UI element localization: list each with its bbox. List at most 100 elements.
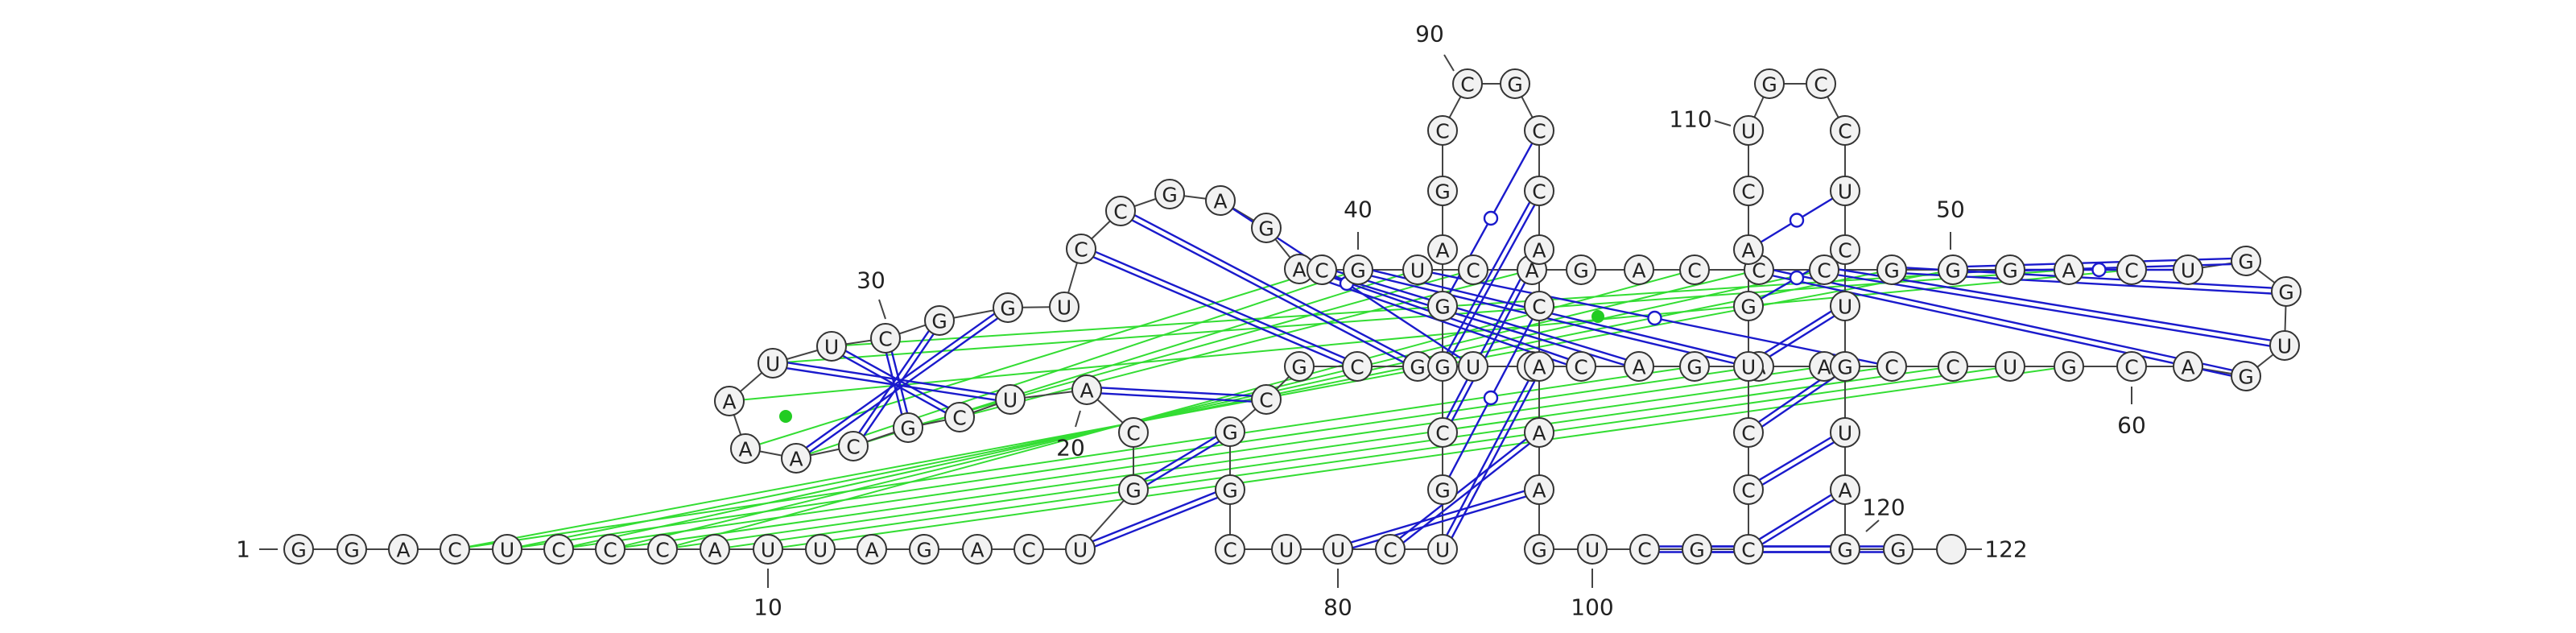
nucleotide-letter: G [1435,180,1450,204]
pseudoknot-line [767,366,2070,550]
nucleotide-letter: C [1126,422,1140,445]
nucleotide: A [1524,234,1554,265]
nucleotide-letter: U [1741,356,1756,379]
nucleotide: C [595,534,625,565]
nucleotide-letter: C [1741,479,1755,503]
base-pair-line [1451,204,1536,356]
nucleotide-letter: G [1435,356,1450,379]
nucleotide: U [2173,254,2203,285]
pseudoknot-interactions [454,269,2132,550]
nucleotide-circle [870,323,901,354]
nucleotide-letter: U [1838,296,1852,319]
pseudoknot-line [714,366,2011,550]
base-pair-line [1131,219,1404,363]
pseudoknot-marker [779,410,792,423]
nucleotide: U [1830,176,1860,206]
nucleotide-letter: C [1885,356,1898,379]
nucleotide-circle [1427,234,1458,265]
nucleotide-circle [1427,534,1458,565]
nucleotide: U [1830,417,1860,448]
nucleotide-circle [1876,254,1907,285]
nucleotide-letter: C [1259,389,1273,412]
nucleotide-circle [816,331,847,362]
nucleotide: C [1452,68,1483,99]
nucleotide-letter: C [1532,180,1546,204]
nucleotide-circle [1566,254,1596,285]
nucleotide-letter: A [722,391,736,414]
nucleotide-letter: C [1574,356,1587,379]
nucleotide: G [1427,291,1458,321]
position-number: 110 [1669,106,1711,133]
nucleotide: C [944,402,975,432]
nucleotide: C [440,534,470,565]
nucleotide-circle [1323,534,1353,565]
nucleotide-circle [1682,534,1712,565]
nucleotide: U [1733,351,1764,382]
nucleotide: C [1105,196,1136,226]
nucleotide-letter: C [1741,539,1755,562]
nucleotide-circle [1629,534,1660,565]
nucleotide: G [909,534,939,565]
nucleotide-letter: U [824,336,839,359]
nucleotide-letter: G [931,310,947,333]
nucleotide-circle [1995,351,2025,382]
nucleotide-letter: A [1532,479,1546,503]
nucleotide: G [1402,351,1433,382]
nucleotide-letter: G [1837,356,1852,379]
nucleotide-circle [1733,417,1764,448]
nucleotide-circle [2116,351,2147,382]
nucleotide-circle [1271,534,1302,565]
nucleotide-letter: C [878,328,892,351]
nucleotide-circle [1205,185,1236,216]
nucleotide-circle [1343,254,1373,285]
nucleotide-letter: C [1074,238,1088,262]
nucleotide-circle [2231,246,2261,276]
nucleotide-letter: G [1573,259,1588,283]
nucleotide-letter: U [1466,356,1480,379]
nucleotide-circle [1524,115,1554,146]
base-pair-line [1758,494,1832,540]
nucleotide: C [1566,351,1596,382]
nucleotide-circle [1524,176,1554,206]
nucleotide-letter: A [1213,190,1227,213]
nucleotide-circle [1458,351,1488,382]
nucleotide-circle [995,384,1026,415]
nucleotide-circle [1830,234,1860,265]
pseudoknot-line [772,269,2070,364]
base-pair-line [1371,275,1744,367]
nucleotide-circle [1065,534,1096,565]
nucleotide: G [924,305,955,336]
nucleotide-letter: G [1686,356,1702,379]
nucleotide: C [1806,68,1836,99]
nucleotide-letter: U [2003,356,2017,379]
nucleotide: A [2173,351,2203,382]
nucleotide-circle [1375,534,1406,565]
nucleotide: C [870,323,901,354]
nucleotide-circle [1754,68,1785,99]
base-pair-line [1761,499,1835,545]
nucleotide-circle [1342,351,1373,382]
base-pair-line [1446,377,1531,536]
nucleotide: G [1876,254,1907,285]
nucleotide: C [2116,351,2147,382]
position-tick [1443,54,1455,72]
nucleotide-circle [1066,234,1096,264]
nucleotide-letter: G [900,417,915,441]
nucleotide-circle [1251,213,1282,243]
nucleotide: C [1524,291,1554,321]
nucleotide-letter: G [1740,296,1756,319]
nucleotide-circle [1071,374,1102,405]
nucleotide-circle [1215,474,1245,505]
nucleotide-circle [1307,254,1337,285]
nucleotide-letter: A [1632,259,1645,283]
nucleotide-letter: G [1884,259,1899,283]
nucleotide-letter: G [2238,250,2253,274]
nucleotide-letter: A [396,539,410,562]
nucleotide-letter: U [1331,539,1345,562]
nucleotide-circle [1566,351,1596,382]
position-number: 90 [1415,21,1444,48]
nucleotide-letter: A [2181,356,2194,379]
nucleotide-circle [1427,176,1458,206]
